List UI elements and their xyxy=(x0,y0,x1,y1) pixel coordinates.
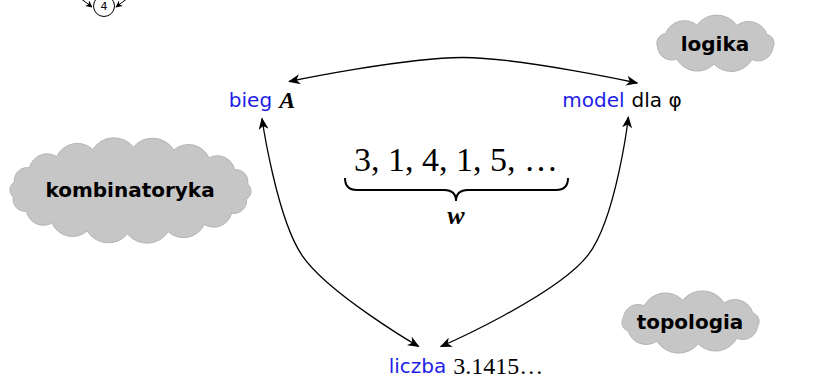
word-symbol: w xyxy=(447,201,464,231)
state-circle: 4 xyxy=(93,0,115,17)
double-arrow xyxy=(289,57,637,83)
concept-node: liczba3.1415… xyxy=(385,350,548,383)
concept-keyword: bieg xyxy=(229,88,272,112)
state-number: 4 xyxy=(101,0,108,13)
state-arrow xyxy=(116,0,128,7)
concept-node: model dla φ xyxy=(558,85,685,115)
topic-title: topologia xyxy=(637,310,744,334)
state-arrow xyxy=(80,0,92,7)
cloud-outline xyxy=(10,137,251,242)
cloud-outline xyxy=(656,15,773,71)
formula-text: dla φ xyxy=(632,88,682,112)
underbrace xyxy=(345,178,568,201)
topic-cloud: logika xyxy=(648,15,783,73)
state-outline xyxy=(94,0,115,17)
topic-cloud: kombinatoryka xyxy=(3,138,258,243)
number-value: 3.1415… xyxy=(453,353,543,380)
topic-title: logika xyxy=(681,32,750,56)
topic-title: kombinatoryka xyxy=(45,178,214,202)
concept-keyword: liczba xyxy=(389,354,447,378)
concept-keyword: model xyxy=(562,88,624,112)
concept-node: bieg A xyxy=(225,84,299,117)
automaton-symbol: A xyxy=(279,87,295,114)
topic-cloud: topologia xyxy=(613,291,768,353)
cloud-outline xyxy=(621,291,758,353)
sequence-text: 3, 1, 4, 1, 5, … xyxy=(354,141,558,179)
